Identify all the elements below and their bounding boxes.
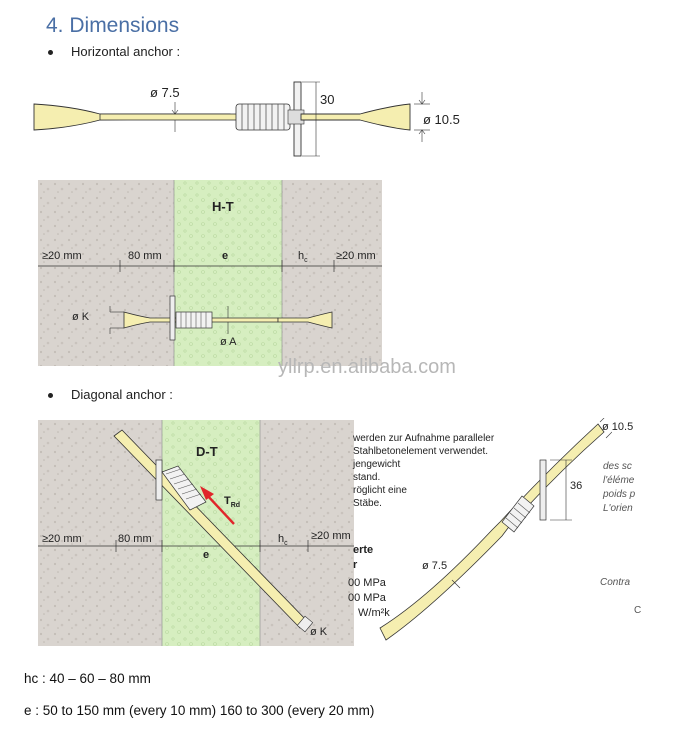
dt-dim-edge-right: ≥20 mm	[311, 530, 351, 542]
partial-right-line: l'éléme	[603, 475, 635, 486]
ht-anchor-plate	[169, 295, 176, 341]
dt-dim-hc-sub: c	[284, 540, 288, 548]
concrete-left	[38, 180, 174, 366]
horizontal-anchor-drawing	[33, 81, 430, 157]
dt-force-sub: Rd	[230, 502, 241, 510]
footer-e-line: e : 50 to 150 mm (every 10 mm) 160 to 30…	[24, 703, 375, 718]
ht-dim-edge-left: ≥20 mm	[42, 250, 82, 262]
partial-c: C	[634, 605, 642, 616]
partial-value: 00 MPa	[348, 577, 386, 589]
dt-force-arrow	[205, 493, 235, 525]
section-title: Dimensions	[69, 14, 180, 37]
dt-force-label: TRd	[224, 495, 240, 509]
dim-dia-small: ø 7.5	[150, 85, 180, 100]
partial-bold-1: erte	[353, 544, 374, 556]
anchor-right-end	[300, 103, 411, 131]
insulation-layer	[174, 180, 282, 366]
dt-dia-K: ø K	[310, 626, 328, 638]
ht-dim-embed: 80 mm	[128, 250, 162, 262]
partial-right-line: des sc	[603, 461, 632, 472]
partial-line: werden zur Aufnahme paralleler	[353, 433, 495, 444]
partial-value: W/m²k	[358, 607, 390, 619]
bullet-horizontal-label: Horizontal anchor :	[71, 44, 181, 59]
dt-anchor-plate	[155, 459, 163, 501]
dt-concrete-right	[260, 420, 354, 646]
diag-anchor-shaft	[379, 423, 605, 641]
diag-anchor-drawing	[379, 418, 612, 641]
bullet-dot	[48, 393, 53, 399]
partial-right-line: poids p	[603, 489, 636, 500]
concrete-right	[282, 180, 382, 366]
diag-dim-length: 36	[570, 480, 583, 492]
partial-contra: Contra	[600, 577, 631, 588]
ht-dim-hc-sub: c	[304, 257, 308, 265]
dt-anchor-sleeve	[161, 465, 207, 511]
ht-dia-K: ø K	[72, 311, 90, 323]
diag-anchor-sleeve	[501, 495, 535, 533]
partial-line: röglicht eine	[353, 485, 407, 496]
dt-dim-e: e	[203, 549, 210, 561]
partial-line: stand.	[353, 472, 381, 483]
anchor-sleeve	[235, 103, 291, 131]
dt-force-arrowhead	[200, 486, 214, 500]
dt-dim-hc: hc	[278, 533, 288, 548]
partial-text-block: werden zur Aufnahme paralleler Stahlbeto…	[353, 432, 494, 510]
ht-dia-A: ø A	[220, 336, 237, 348]
partial-line: jengewicht	[353, 459, 401, 470]
partial-right-block: des sc l'éléme poids p L'orien	[603, 460, 635, 516]
ht-dim-hc: hc	[298, 250, 308, 265]
diag-anchor-plate	[539, 459, 547, 521]
ht-anchor-sleeve	[175, 311, 213, 329]
diag-dim-dia-small: ø 7.5	[422, 560, 448, 572]
partial-line: Stäbe.	[353, 498, 382, 509]
ht-label: H-T	[212, 199, 234, 214]
section-number: 4.	[46, 14, 64, 37]
dim-plate-length: 30	[320, 92, 335, 107]
bullet-dot	[48, 50, 53, 56]
dt-dim-edge-left: ≥20 mm	[42, 533, 82, 545]
dt-force-main: T	[224, 495, 231, 507]
anchor-shaft-left	[99, 113, 241, 121]
dt-label: D-T	[196, 444, 218, 459]
partial-value: 00 MPa	[348, 592, 386, 604]
dt-diagram	[38, 420, 354, 646]
dt-dim-embed: 80 mm	[118, 533, 152, 545]
section-heading: 4. Dimensions	[46, 14, 179, 38]
ht-dim-e: e	[222, 250, 229, 262]
partial-right-line: L'orien	[603, 503, 633, 514]
ht-diagram	[38, 180, 382, 366]
watermark: yllrp.en.alibaba.com	[278, 356, 456, 378]
ht-anchor-right	[277, 311, 333, 329]
partial-values: 00 MPa 00 MPa W/m²k	[348, 576, 390, 621]
partial-line: Stahlbetonelement verwendet.	[353, 446, 489, 457]
partial-bold-2: r	[353, 559, 358, 571]
dim-dia-large: ø 10.5	[423, 112, 460, 127]
bullet-diagonal-label: Diagonal anchor :	[71, 387, 173, 402]
ht-dim-edge-right: ≥20 mm	[336, 250, 376, 262]
dt-anchor-end	[296, 615, 314, 633]
bullet-horizontal: Horizontal anchor :	[48, 44, 180, 59]
diag-dim-dia-large: ø 10.5	[602, 421, 634, 433]
bullet-diagonal: Diagonal anchor :	[48, 387, 173, 402]
footer-hc-line: hc : 40 – 60 – 80 mm	[24, 671, 151, 686]
